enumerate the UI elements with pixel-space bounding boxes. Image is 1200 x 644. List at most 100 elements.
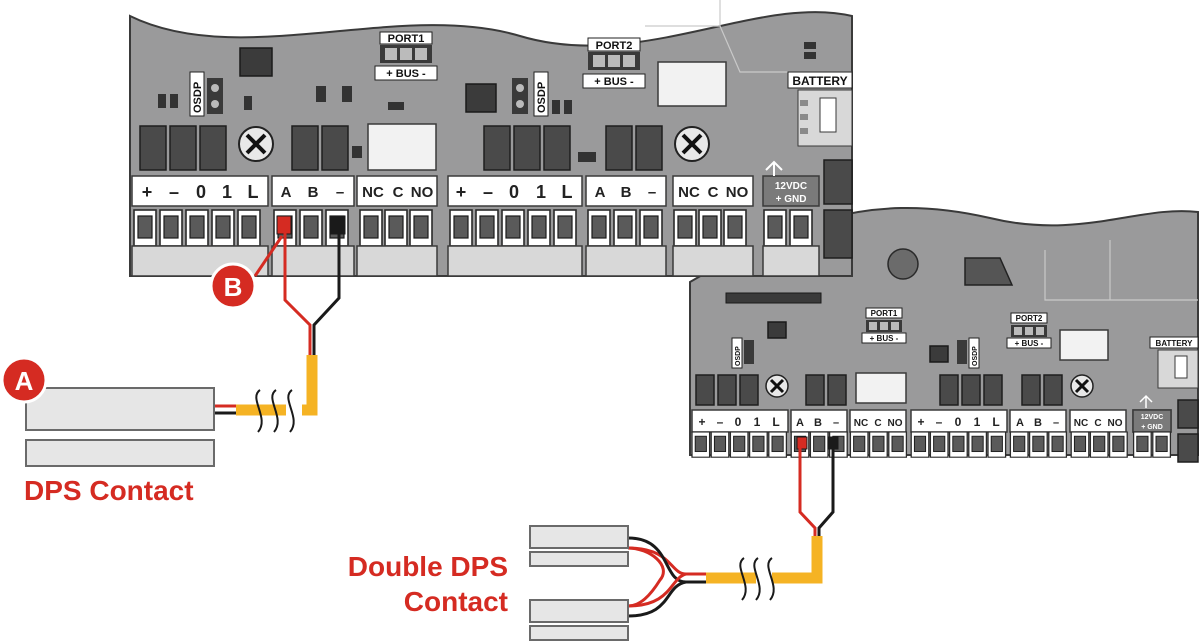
osdp-text: OSDP xyxy=(972,346,979,366)
port2-text: PORT2 xyxy=(596,40,633,52)
dps-contact-switch xyxy=(25,387,215,431)
dps-contact: DPS Contact xyxy=(24,387,215,506)
chip xyxy=(929,345,949,363)
terminal-label: + xyxy=(917,415,924,429)
dps-contact-switch-1 xyxy=(529,525,629,549)
port1-label-secondary: PORT1 + BUS - xyxy=(861,307,907,344)
capacitor xyxy=(1177,399,1199,429)
power-label: 12VDC xyxy=(1141,414,1164,421)
battery-text: BATTERY xyxy=(1156,339,1194,348)
terminal-label: L xyxy=(248,182,259,202)
capacitor-row xyxy=(695,374,1063,406)
terminal-label: + xyxy=(142,182,153,202)
terminal-label: NO xyxy=(411,184,434,201)
terminal-label: NO xyxy=(726,184,749,201)
battery-connector: BATTERY xyxy=(787,71,853,147)
mount-hole-icon xyxy=(1070,374,1094,398)
terminal-label: L xyxy=(992,415,999,429)
terminal-a-marker xyxy=(796,436,808,450)
terminal-label: B xyxy=(308,184,319,201)
osdp-text: OSDP xyxy=(536,82,548,113)
osdp-jumper-2: OSDP xyxy=(512,71,549,117)
dps-contact-label: DPS Contact xyxy=(24,475,194,506)
capacitor xyxy=(823,209,853,259)
terminal-label: L xyxy=(772,415,779,429)
terminal-label: + xyxy=(456,182,467,202)
terminal-strip-secondary: + – 0 1 L A B – NC C NO + – 0 1 L A B – … xyxy=(691,394,1172,458)
callout-a: A xyxy=(0,356,48,404)
battery-text: BATTERY xyxy=(792,74,847,88)
port1-header: PORT1 + BUS - xyxy=(374,31,438,81)
high-voltage-icon xyxy=(765,160,783,176)
terminal-label: NO xyxy=(1108,418,1123,429)
terminal-minus-marker xyxy=(330,215,346,235)
terminal-label: NC xyxy=(362,184,384,201)
terminal-label: B xyxy=(814,417,822,429)
chip xyxy=(239,47,273,77)
terminal-label: – xyxy=(648,184,656,201)
callout-a-text: A xyxy=(15,366,34,396)
osdp-text: OSDP xyxy=(735,346,742,366)
callout-b: B xyxy=(209,235,284,310)
terminal-label: C xyxy=(708,184,719,201)
double-dps-contact: Double DPS Contact xyxy=(348,525,629,641)
dps-contact-magnet-1 xyxy=(529,551,629,567)
power-label: + GND xyxy=(776,194,807,205)
terminal-label: NC xyxy=(1074,418,1088,429)
terminal-label: B xyxy=(1034,417,1042,429)
terminal-label: L xyxy=(562,182,573,202)
terminal-label: 0 xyxy=(196,182,206,202)
port2-text: PORT2 xyxy=(1016,314,1043,323)
mount-hole-icon xyxy=(765,374,789,398)
dps-contact-switch-2 xyxy=(529,599,629,623)
wiring-single-dps xyxy=(214,232,341,433)
terminal-label: 0 xyxy=(735,415,742,429)
terminal-label: 1 xyxy=(754,415,761,429)
power-label: + GND xyxy=(1141,424,1163,431)
dps-contact-magnet xyxy=(25,439,215,467)
terminal-label: C xyxy=(393,184,404,201)
terminal-label: – xyxy=(483,182,493,202)
component-box xyxy=(367,123,437,171)
wiring-double-dps xyxy=(627,448,835,618)
port1-text: PORT1 xyxy=(388,33,425,45)
terminal-label: A xyxy=(281,184,292,201)
osdp-text: OSDP xyxy=(192,82,204,113)
osdp-jumper: OSDP xyxy=(189,71,223,117)
terminal-label: – xyxy=(936,415,943,429)
capacitor xyxy=(1177,433,1199,463)
terminal-label: + xyxy=(698,415,705,429)
terminal-a-marker xyxy=(276,215,292,235)
osdp-jumper-secondary: OSDP xyxy=(731,337,754,369)
terminal-label: A xyxy=(796,417,804,429)
port2-header: PORT2 + BUS - xyxy=(582,37,646,89)
terminal-label: 0 xyxy=(509,182,519,202)
double-dps-label-line2: Contact xyxy=(404,586,508,617)
header-connector xyxy=(725,292,822,304)
mount-hole-icon xyxy=(674,126,710,162)
port2-label-secondary: PORT2 + BUS - xyxy=(1006,312,1052,349)
osdp-jumper-secondary-2: OSDP xyxy=(957,337,980,369)
terminal-label: – xyxy=(833,417,839,429)
port1-text: PORT1 xyxy=(871,309,898,318)
terminal-label: 1 xyxy=(536,182,546,202)
battery-connector-secondary: BATTERY xyxy=(1149,336,1199,389)
terminal-label: NC xyxy=(678,184,700,201)
terminal-minus-marker xyxy=(827,436,839,450)
bus-text: + BUS - xyxy=(386,68,426,80)
terminal-label: – xyxy=(717,415,724,429)
callout-b-text: B xyxy=(224,272,243,302)
component-box xyxy=(657,61,727,107)
bus-text: + BUS - xyxy=(870,334,899,343)
capacitor-row xyxy=(139,125,663,171)
terminal-label: – xyxy=(336,184,344,201)
capacitor xyxy=(887,248,919,280)
component-box xyxy=(1059,329,1109,361)
bus-text: + BUS - xyxy=(1015,339,1044,348)
chip xyxy=(767,321,787,339)
capacitor xyxy=(823,159,853,205)
power-label: 12VDC xyxy=(775,181,807,192)
terminal-label: A xyxy=(595,184,606,201)
high-voltage-icon xyxy=(1139,394,1153,408)
